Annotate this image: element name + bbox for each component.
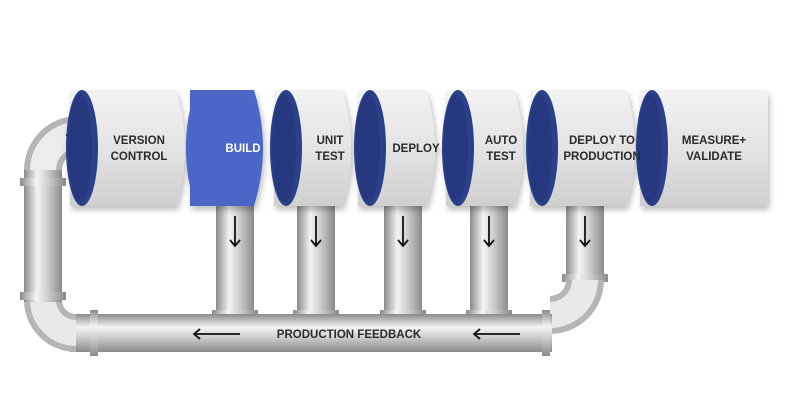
stage-segment: VERSION CONTROL	[66, 90, 185, 206]
arrow-down-icon	[483, 216, 495, 248]
feedback-pipe	[70, 314, 552, 352]
stage-body	[640, 90, 768, 206]
stage-label: BUILD	[225, 143, 260, 155]
stage-body	[530, 90, 635, 206]
arrow-down-icon	[397, 216, 409, 248]
stage-label: CONTROL	[111, 151, 168, 163]
stage-label: TEST	[315, 151, 344, 163]
stage-label: TEST	[486, 151, 515, 163]
stage-segment: DEPLOY	[354, 90, 440, 206]
stage-label: UNIT	[317, 135, 344, 147]
stage-segment: UNIT TEST	[270, 90, 351, 206]
stage-label: DEPLOY TO	[569, 135, 635, 147]
stage-label: PRODUCTION	[563, 151, 640, 163]
stage-label: VALIDATE	[686, 151, 742, 163]
stage-segment: DEPLOY TO PRODUCTION	[526, 90, 641, 206]
arrow-down-icon	[310, 216, 322, 248]
stage-label: AUTO	[485, 135, 517, 147]
stage-label: DEPLOY	[392, 143, 440, 155]
stage-segment: MEASURE+ VALIDATE	[636, 90, 768, 206]
arrow-down-icon	[579, 216, 591, 248]
pipe-opening	[186, 90, 218, 206]
drop-pipes	[212, 202, 608, 318]
arrow-left-icon	[472, 328, 520, 340]
stage-segment: BUILD	[186, 90, 263, 206]
pipeline-stages: MEASURE+ VALIDATE DEPLOY TO PRODUCTION AUTO T…	[66, 90, 768, 206]
stage-label: MEASURE+	[682, 135, 747, 147]
stage-label: VERSION	[113, 135, 165, 147]
arrow-down-icon	[229, 216, 241, 248]
arrow-left-icon	[192, 328, 240, 340]
left-return-pipe	[24, 168, 62, 302]
feedback-label: PRODUCTION FEEDBACK	[277, 329, 422, 341]
stage-segment: AUTO TEST	[442, 90, 523, 206]
stage-body	[70, 90, 185, 206]
